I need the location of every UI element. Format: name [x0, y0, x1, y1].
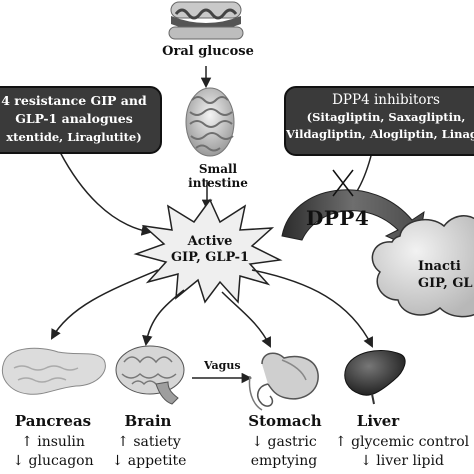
active-label: Active GIP, GLP-1: [166, 234, 254, 266]
active-line-1: Active: [187, 234, 233, 249]
inactive-label: Inacti GIP, GL: [418, 258, 474, 292]
pancreas-effect-1: ↑ insulin: [21, 434, 85, 450]
inactive-line-2: GIP, GL: [418, 276, 473, 291]
pancreas-effect-2: ↓ glucagon: [12, 453, 94, 469]
dpp4-conversion-arrow: [281, 189, 425, 251]
stomach-effect-2: emptying: [250, 453, 318, 469]
brain-effects: ↑ satiety ↓ appetite: [108, 433, 190, 471]
dpp4-inhibitors-line-2: Vildagliptin, Alogliptin, Linagli: [286, 127, 474, 141]
brain-effect-2: ↓ appetite: [111, 453, 187, 469]
inactive-cloud: [371, 215, 474, 318]
analogues-line-3: xtentide, Liraglutite): [6, 130, 142, 144]
food-icon: [168, 1, 244, 40]
organ-name-liver: Liver: [356, 412, 400, 430]
dpp4-inhibitors-line-1: (Sitagliptin, Saxagliptin,: [306, 110, 466, 124]
dpp4-inhibitors-title: DPP4 inhibitors: [332, 92, 440, 108]
pancreas-icon: [2, 347, 106, 395]
inactive-line-1: Inacti: [418, 259, 461, 274]
analogues-line-2: GLP-1 analogues: [15, 111, 133, 126]
analogues-line-1: 4 resistance GIP and: [1, 93, 147, 108]
oral-glucose-label: Oral glucose: [162, 44, 254, 59]
brain-effect-1: ↑ satiety: [117, 434, 181, 450]
pancreas-effects: ↑ insulin ↓ glucagon: [0, 433, 106, 471]
small-intestine-icon: [185, 87, 235, 157]
stomach-icon: [248, 352, 319, 411]
liver-icon: [344, 350, 406, 405]
organ-name-stomach: Stomach: [248, 412, 322, 430]
block-x-icon: [332, 169, 354, 197]
organ-name-brain: Brain: [124, 412, 172, 430]
analogues-box: 4 resistance GIP and GLP-1 analogues xte…: [0, 86, 162, 154]
active-starburst: [133, 198, 283, 304]
dpp4-label: DPP4: [306, 206, 370, 230]
small-intestine-label: Small intestine: [188, 162, 248, 190]
brain-icon: [115, 345, 185, 405]
vagus-label: Vagus: [204, 359, 241, 372]
dpp4-inhibitors-box: DPP4 inhibitors (Sitagliptin, Saxaglipti…: [284, 86, 474, 156]
liver-effect-2: ↓ liver lipid: [360, 453, 444, 469]
stomach-effects: ↓ gastric emptying: [236, 433, 332, 471]
liver-effect-1: ↑ glycemic control: [334, 434, 470, 450]
organ-name-pancreas: Pancreas: [14, 412, 92, 430]
active-line-2: GIP, GLP-1: [170, 250, 250, 265]
liver-effects: ↑ glycemic control ↓ liver lipid: [330, 433, 474, 471]
stomach-effect-1: ↓ gastric: [251, 434, 317, 450]
